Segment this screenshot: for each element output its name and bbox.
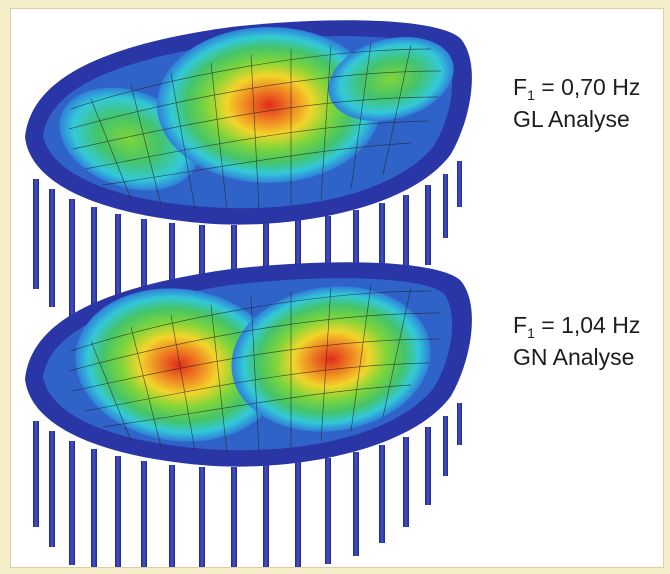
frequency-subscript: 1 [527,87,535,103]
frequency-label: F1 = 0,70 Hz [513,71,640,103]
analysis-type: GN Analyse [513,344,635,370]
frequency-symbol: F [513,74,528,100]
roof-mesh-grid [68,284,442,454]
frequency-value: = 1,04 Hz [541,312,641,338]
model-gn-analysis [25,262,472,567]
frequency-subscript: 1 [527,325,535,341]
figure-panel: F1 = 0,70 Hz GL Analyse F1 = 1,04 Hz GN … [10,8,664,568]
frequency-label: F1 = 1,04 Hz [513,309,640,341]
model-gl-analysis [25,20,472,353]
frequency-symbol: F [513,312,528,338]
contour-right-lobe [231,286,431,432]
contour-center-panel [157,27,381,183]
columns [33,403,462,567]
mode-label-gn: F1 = 1,04 Hz GN Analyse [513,309,640,373]
roof-mesh-grid [68,42,442,212]
fem-modal-shape-figure [25,20,472,567]
contour-left-lobe [75,288,283,442]
mode-label-gl: F1 = 0,70 Hz GL Analyse [513,71,640,135]
frequency-value: = 0,70 Hz [541,74,641,100]
analysis-type: GL Analyse [513,106,630,132]
